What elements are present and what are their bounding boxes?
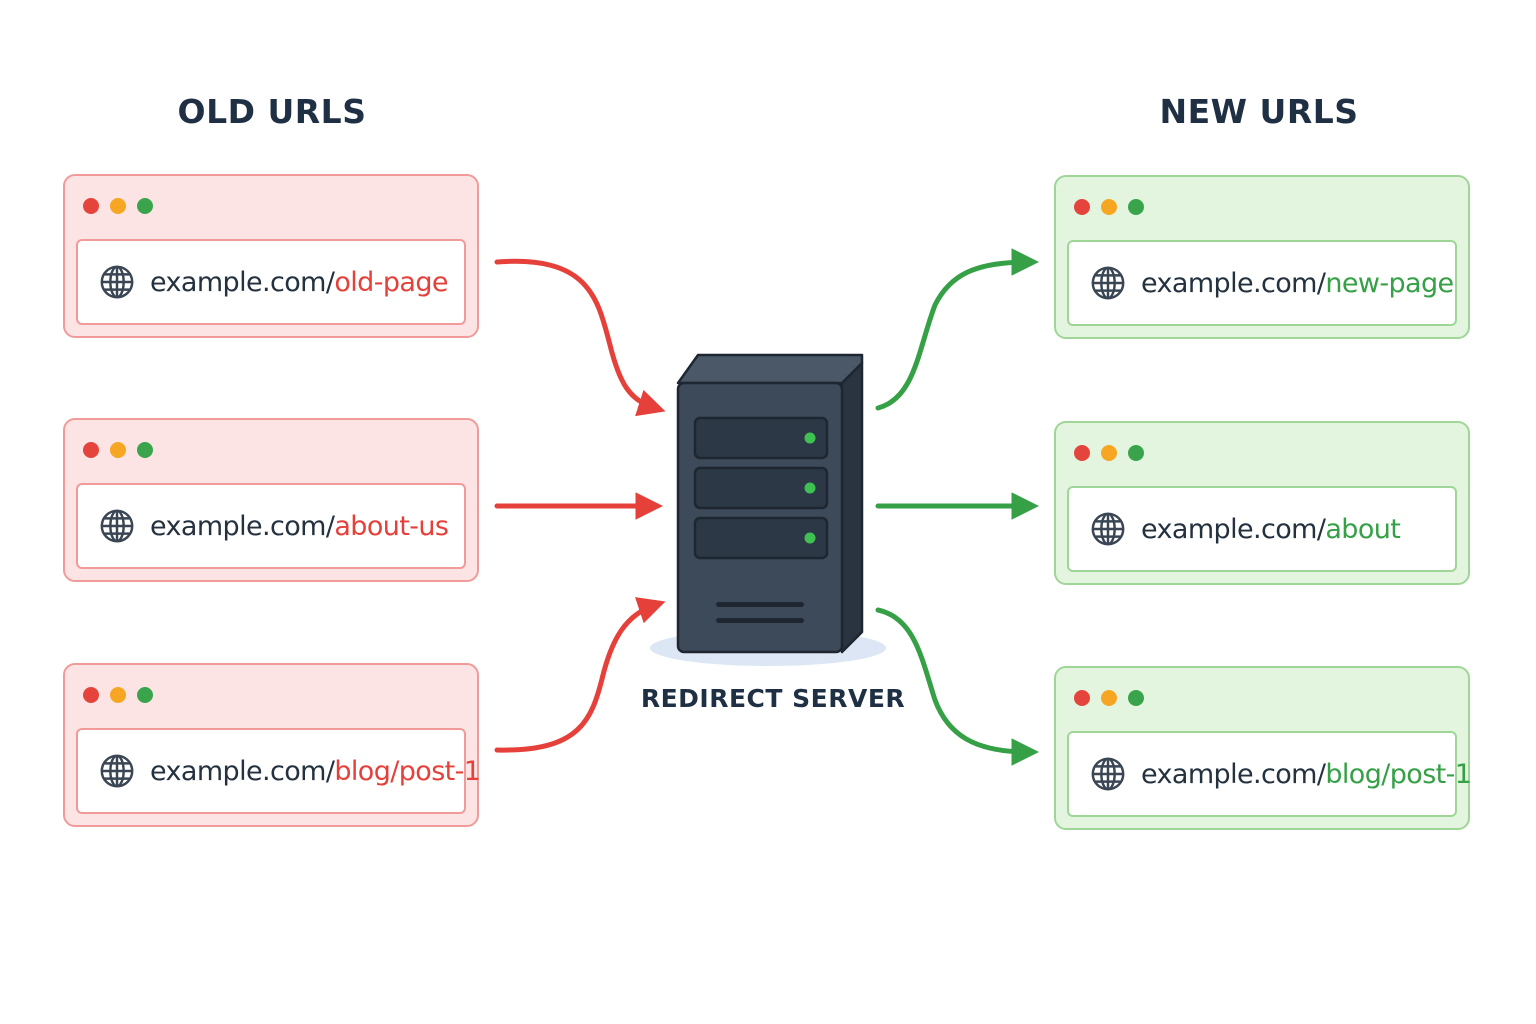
- globe-icon: [1091, 757, 1125, 791]
- minimize-dot: [1101, 199, 1117, 215]
- minimize-dot: [110, 198, 126, 214]
- window-controls: [83, 198, 153, 214]
- url-text: example.com/about-us: [150, 510, 449, 542]
- new-url-card: example.com/blog/post-1: [1054, 666, 1472, 830]
- address-bar: example.com/blog/post-1: [1067, 731, 1472, 817]
- close-dot: [1074, 445, 1090, 461]
- new-url-card: example.com/about: [1054, 421, 1470, 585]
- server-icon: [650, 353, 886, 666]
- old-urls-title: OLD URLS: [177, 92, 367, 131]
- close-dot: [1074, 690, 1090, 706]
- window-controls: [83, 687, 153, 703]
- address-bar: example.com/old-page: [76, 239, 466, 325]
- window-controls: [1074, 445, 1144, 461]
- minimize-dot: [110, 687, 126, 703]
- arrow-old-3: [494, 597, 666, 753]
- old-url-card: example.com/about-us: [63, 418, 479, 582]
- maximize-dot: [1128, 690, 1144, 706]
- url-text: example.com/new-page: [1141, 267, 1454, 299]
- globe-icon: [100, 509, 134, 543]
- address-bar: example.com/blog/post-1: [76, 728, 481, 814]
- close-dot: [83, 198, 99, 214]
- maximize-dot: [137, 198, 153, 214]
- globe-icon: [1091, 512, 1125, 546]
- new-urls-title: NEW URLS: [1159, 92, 1359, 131]
- arrow-old-1: [494, 258, 666, 417]
- arrow-new-1: [875, 248, 1039, 411]
- globe-icon: [100, 265, 134, 299]
- maximize-dot: [137, 442, 153, 458]
- url-text: example.com/blog/post-1: [150, 755, 481, 787]
- window-controls: [83, 442, 153, 458]
- server-label: REDIRECT SERVER: [640, 684, 906, 713]
- url-text: example.com/old-page: [150, 266, 449, 298]
- window-controls: [1074, 199, 1144, 215]
- globe-icon: [100, 754, 134, 788]
- close-dot: [1074, 199, 1090, 215]
- minimize-dot: [1101, 690, 1117, 706]
- new-url-card: example.com/new-page: [1054, 175, 1470, 339]
- address-bar: example.com/new-page: [1067, 240, 1457, 326]
- url-text: example.com/about: [1141, 513, 1401, 545]
- minimize-dot: [1101, 445, 1117, 461]
- arrow-new-3: [875, 607, 1039, 766]
- maximize-dot: [1128, 445, 1144, 461]
- close-dot: [83, 687, 99, 703]
- globe-icon: [1091, 266, 1125, 300]
- window-controls: [1074, 690, 1144, 706]
- address-bar: example.com/about: [1067, 486, 1457, 572]
- old-url-card: example.com/old-page: [63, 174, 479, 338]
- maximize-dot: [1128, 199, 1144, 215]
- address-bar: example.com/about-us: [76, 483, 466, 569]
- old-url-card: example.com/blog/post-1: [63, 663, 481, 827]
- minimize-dot: [110, 442, 126, 458]
- close-dot: [83, 442, 99, 458]
- url-text: example.com/blog/post-1: [1141, 758, 1472, 790]
- maximize-dot: [137, 687, 153, 703]
